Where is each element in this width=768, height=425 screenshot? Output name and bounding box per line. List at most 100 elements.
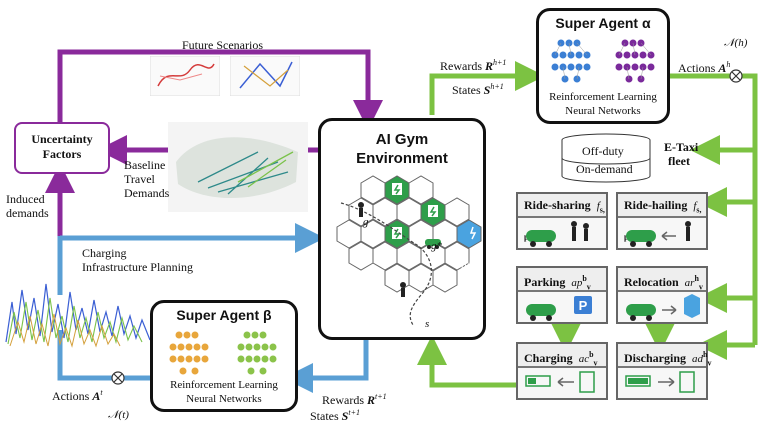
beta-neural-networks-icon xyxy=(169,331,277,375)
alpha-noise: 𝒩(h) xyxy=(724,37,748,49)
uncertainty-line1: Uncertainty xyxy=(31,132,93,146)
discharging-symbol: ad xyxy=(692,353,704,365)
alpha-actions: Actions Ah xyxy=(678,58,730,75)
gym-title-line2: Environment xyxy=(356,150,448,167)
charging-head: Charging acbv xyxy=(518,344,606,368)
alpha-rewards-text: Rewards xyxy=(440,59,482,73)
alpha-title: Super Agent α xyxy=(555,15,651,31)
parking-sub: v xyxy=(586,282,591,292)
uncertainty-line2: Factors xyxy=(42,147,82,161)
beta-states-text: States xyxy=(310,409,339,423)
alpha-states-symbol: S xyxy=(483,83,491,97)
baseline-line2: Travel xyxy=(124,172,155,186)
fleet-title-line2: fleet xyxy=(668,154,690,168)
alpha-rewards-sup: h+1 xyxy=(493,58,507,67)
alpha-nn-line2: Neural Networks xyxy=(565,105,641,117)
ai-gym-environment-box: AI Gym Environment xyxy=(318,118,486,340)
ride-sharing-label: Ride-sharing xyxy=(524,198,591,212)
alpha-states-sup: h+1 xyxy=(490,82,504,91)
ride-hailing-label: Ride-hailing xyxy=(624,198,688,212)
future-scenario-thumb-1 xyxy=(150,56,220,96)
future-scenarios-label: Future Scenarios xyxy=(182,38,263,52)
uncertainty-factors-box: Uncertainty Factors xyxy=(14,122,110,174)
baseline-line1: Baseline xyxy=(124,158,166,172)
grid-label-g: g xyxy=(363,216,369,228)
fleet-on-demand: On-demand xyxy=(576,162,633,176)
alpha-actions-sup: h xyxy=(726,60,731,69)
alpha-actions-text: Actions xyxy=(678,61,716,75)
relocation-label: Relocation xyxy=(624,275,679,289)
hex-grid xyxy=(336,175,482,326)
gym-title-line1: AI Gym xyxy=(375,131,429,148)
parking-sup: b xyxy=(582,274,587,283)
parking-head: Parking apbv xyxy=(518,268,606,292)
alpha-rewards-symbol: R xyxy=(485,59,494,73)
beta-rewards-text: Rewards xyxy=(322,393,364,407)
charging-sup: b xyxy=(589,350,594,359)
beta-actions-text: Actions xyxy=(52,389,90,403)
beta-noise-sum-icon xyxy=(111,371,125,385)
alpha-noise-sum-icon xyxy=(729,69,743,83)
svg-text:P: P xyxy=(579,298,588,313)
charging-label: Charging xyxy=(524,351,573,365)
alpha-nn-line1: Reinforcement Learning xyxy=(549,91,657,103)
charging-icon xyxy=(525,371,595,393)
beta-actions-symbol: A xyxy=(92,389,101,403)
alpha-states-text: States xyxy=(452,83,481,97)
beta-actions: Actions At xyxy=(52,386,103,403)
future-scenario-thumb-2 xyxy=(230,56,300,96)
discharging-sub: v xyxy=(707,358,712,368)
beta-actions-sup: t xyxy=(100,388,103,397)
discharging-icon xyxy=(625,371,695,393)
alpha-states-arrow xyxy=(429,61,545,115)
relocation-sup: h xyxy=(694,274,699,283)
purple-loop-arrow xyxy=(57,49,383,130)
discharging-sup: h xyxy=(703,350,708,359)
grid-label-g-star: g* xyxy=(431,240,442,252)
relocation-icon xyxy=(626,294,700,321)
feedback-to-gym-arrow xyxy=(417,335,516,388)
beta-nn-line1: Reinforcement Learning xyxy=(170,379,278,391)
alpha-neural-networks-icon xyxy=(551,39,655,83)
baseline-line3: Demands xyxy=(124,186,170,200)
ride-sharing-symbol: f xyxy=(596,200,600,212)
fleet-title-line1: E-Taxi xyxy=(664,140,699,154)
beta-rewards-arrow xyxy=(283,340,369,393)
alpha-actions-symbol: A xyxy=(718,61,727,75)
grid-label-h-star: h* xyxy=(461,260,472,272)
beta-states-symbol: S xyxy=(341,409,349,423)
parking-symbol: ap xyxy=(571,277,583,289)
parking-label: Parking xyxy=(524,275,566,289)
grid-label-s: s xyxy=(425,318,430,330)
beta-rewards-sup: t+1 xyxy=(375,392,387,401)
induced-line2: demands xyxy=(6,206,49,220)
beta-states: States St+1 xyxy=(310,406,360,423)
ride-hailing-symbol: f xyxy=(693,200,697,212)
beta-rewards: Rewards Rt+1 xyxy=(322,390,387,407)
parking-icon: P xyxy=(526,296,592,321)
beta-rewards-symbol: R xyxy=(367,393,376,407)
charging-plan-line2: Infrastructure Planning xyxy=(82,260,193,274)
beta-states-sup: t+1 xyxy=(348,408,360,417)
infrastructure-plot xyxy=(5,283,151,348)
charging-symbol: ac xyxy=(578,353,590,365)
relocation-sub: v xyxy=(698,282,703,292)
fleet-off-duty: Off-duty xyxy=(582,144,624,158)
super-agent-beta-box: Super Agent β Reinforcement Learning Neu… xyxy=(150,300,298,412)
charging-card: Charging acbv xyxy=(516,342,608,400)
super-agent-alpha-box: Super Agent α Reinforcement Learning Neu… xyxy=(536,8,670,124)
alpha-states: States Sh+1 xyxy=(452,80,504,97)
charging-sub: v xyxy=(593,358,598,368)
alpha-rewards: Rewards Rh+1 xyxy=(440,56,506,73)
beta-title: Super Agent β xyxy=(176,307,272,323)
beta-nn-line2: Neural Networks xyxy=(186,393,262,405)
